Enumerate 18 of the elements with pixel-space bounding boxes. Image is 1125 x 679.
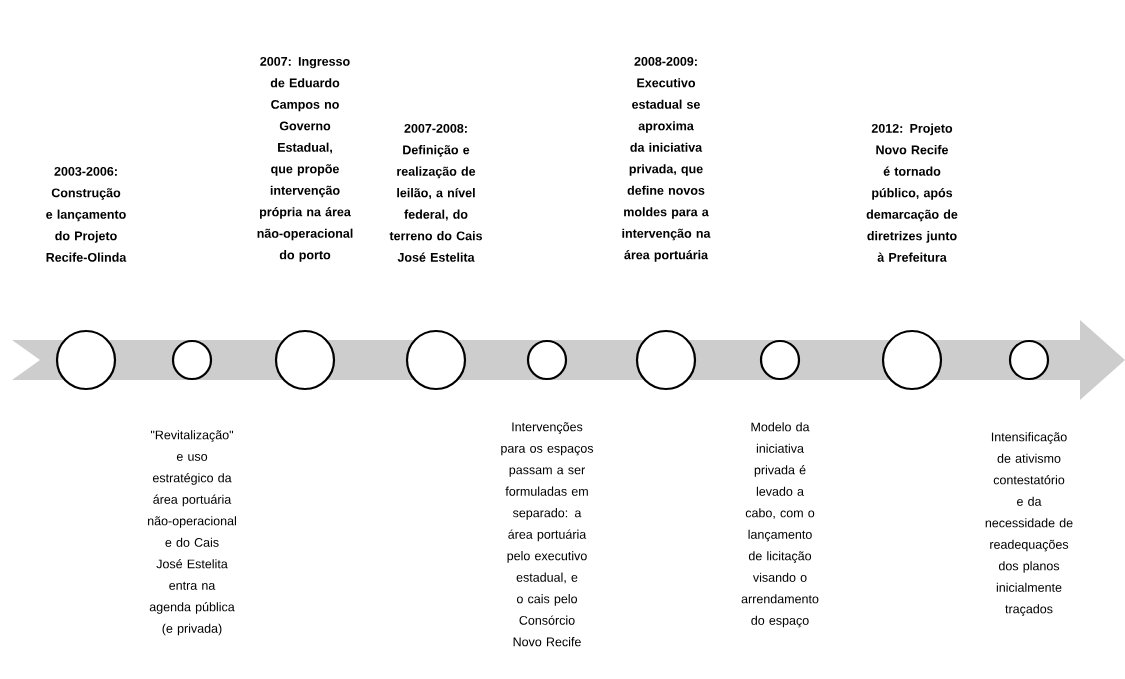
timeline-circle — [405, 329, 467, 391]
event-description: Intensificação de ativismo contestatório e da necessidade de readequações dos planos inicialmente traçados — [985, 432, 1073, 616]
timeline-circle — [1008, 339, 1050, 381]
event-description: Intervenções para os espaços passam a ser formuladas em separado: a área portuária pelo executivo estadual, e o cais pelo Consórcio Novo Recife — [501, 422, 594, 647]
timeline-circle — [635, 329, 697, 391]
timeline-circle — [171, 339, 213, 381]
timeline-circle — [881, 329, 943, 391]
timeline-circle — [55, 329, 117, 391]
event-heading: 2007: Ingresso de Eduardo Campos no Governo Estadual, que propõe intervenção própria na área não-operacional do porto — [257, 56, 353, 262]
timeline-circle — [274, 329, 336, 391]
event-heading: 2012: Projeto Novo Recife é tornado público, após demarcação de diretrizes junto à Prefeitura — [866, 123, 958, 262]
event-heading: 2007-2008: Definição e realização de leilão, a nível federal, do terreno do Cais José Estelita — [389, 123, 483, 262]
timeline-circle — [759, 339, 801, 381]
event-heading: 2003-2006: Construção e lançamento do Projeto Recife-Olinda — [46, 166, 127, 262]
event-heading: 2008-2009: Executivo estadual se aproxima da iniciativa privada, que define novos moldes para a intervenção na área portuária — [622, 56, 711, 262]
event-description: Modelo da iniciativa privada é levado a cabo, com o lançamento de licitação visando o arrendamento do espaço — [741, 422, 819, 628]
event-description: "Revitalização" e uso estratégico da área portuária não-operacional e do Cais José Estelita entra na agenda pública (e privada) — [148, 430, 236, 636]
timeline-circle — [526, 339, 568, 381]
